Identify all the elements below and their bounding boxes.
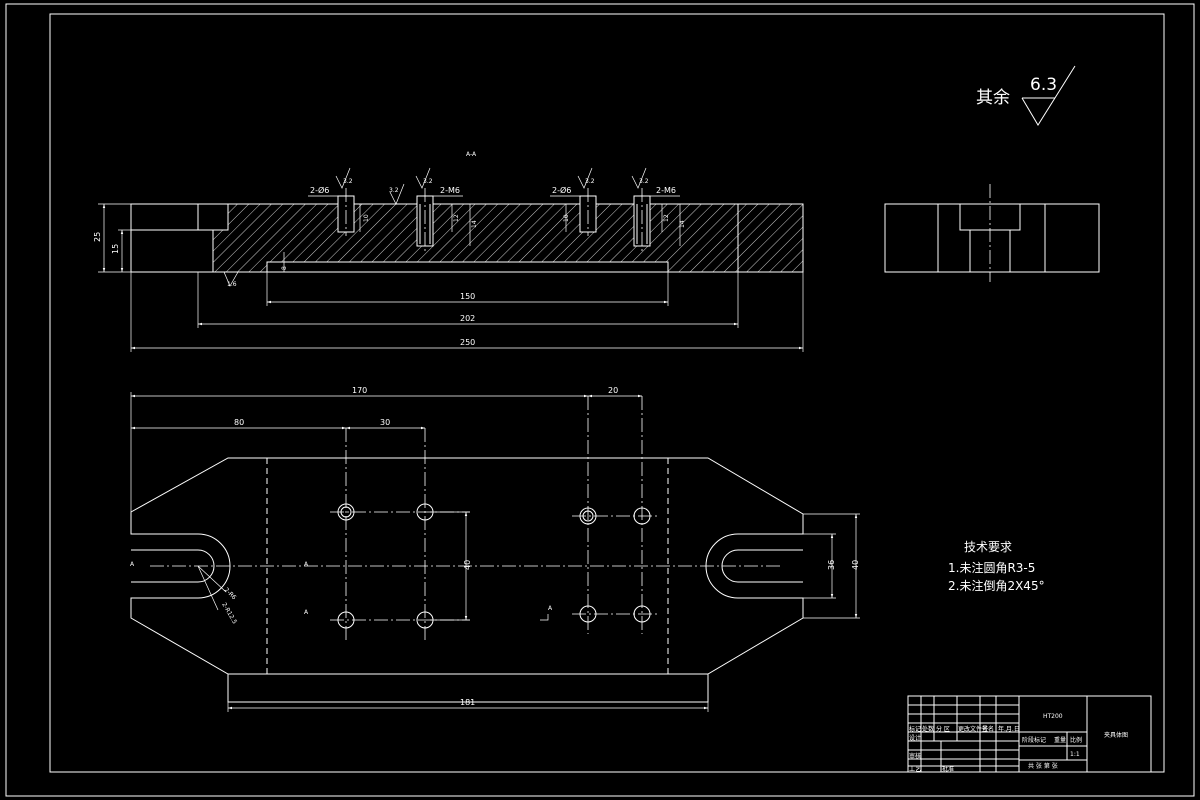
callout-phi6-right: 2-Ø6 bbox=[552, 185, 571, 195]
surface-finish-value: 6.3 bbox=[1030, 75, 1057, 95]
svg-text:12: 12 bbox=[663, 214, 670, 222]
svg-text:14: 14 bbox=[679, 220, 686, 228]
dim-r6: 2-R6 bbox=[223, 586, 238, 601]
svg-text:1:1: 1:1 bbox=[1070, 751, 1080, 758]
svg-text:审核: 审核 bbox=[909, 752, 921, 760]
title-block: HT200 夹具体图 标记 处数 分 区 更改文件号 签名 年.月.日 设计 阶… bbox=[907, 695, 1152, 773]
dim-25: 25 bbox=[93, 232, 102, 242]
dim-r12-5: 2-R12.5 bbox=[220, 602, 238, 626]
dim-20: 20 bbox=[608, 386, 618, 395]
svg-text:3.2: 3.2 bbox=[389, 187, 399, 194]
title-material: HT200 bbox=[1043, 713, 1063, 720]
dim-80: 80 bbox=[234, 418, 244, 427]
svg-text:10: 10 bbox=[363, 214, 370, 222]
svg-text:批准: 批准 bbox=[942, 765, 954, 773]
svg-text:处数: 处数 bbox=[922, 725, 934, 733]
svg-text:比例: 比例 bbox=[1070, 736, 1082, 744]
callout-phi6-left: 2-Ø6 bbox=[310, 185, 329, 195]
outer-border bbox=[5, 3, 1195, 797]
svg-text:共 张 第 张: 共 张 第 张 bbox=[1028, 762, 1058, 770]
side-view bbox=[884, 184, 1100, 282]
tech-item-1: 1.未注圆角R3-5 bbox=[948, 560, 1035, 575]
svg-text:3.2: 3.2 bbox=[585, 178, 595, 185]
dim-30: 30 bbox=[380, 418, 390, 427]
tech-title: 技术要求 bbox=[964, 540, 1012, 554]
callout-m6-right: 2-M6 bbox=[656, 186, 676, 195]
dim-8: 8 bbox=[281, 266, 288, 270]
roughness-marks: 3.2 3.2 3.2 3.2 3.2 1.6 bbox=[223, 167, 649, 288]
dim-150: 150 bbox=[460, 292, 475, 301]
svg-text:A: A bbox=[304, 561, 309, 568]
dim-170: 170 bbox=[352, 386, 367, 395]
svg-text:12: 12 bbox=[453, 214, 460, 222]
dim-202: 202 bbox=[460, 314, 475, 323]
svg-text:3.2: 3.2 bbox=[639, 178, 649, 185]
tech-requirements: 技术要求 1.未注圆角R3-5 2.未注倒角2X45° bbox=[948, 540, 1045, 593]
tech-item-2: 2.未注倒角2X45° bbox=[948, 578, 1045, 593]
svg-text:14: 14 bbox=[471, 220, 478, 228]
svg-text:3.2: 3.2 bbox=[423, 178, 433, 185]
svg-text:签名: 签名 bbox=[982, 725, 994, 733]
dim-181: 181 bbox=[460, 698, 475, 707]
svg-text:10: 10 bbox=[563, 214, 570, 222]
svg-text:更改文件号: 更改文件号 bbox=[958, 725, 988, 733]
svg-text:重量: 重量 bbox=[1054, 736, 1066, 744]
svg-text:标记: 标记 bbox=[909, 725, 921, 733]
surface-finish-label: 其余 bbox=[976, 88, 1010, 108]
title-drawing-name: 夹具体图 bbox=[1104, 731, 1128, 739]
dim-36: 36 bbox=[827, 560, 836, 570]
dim-250: 250 bbox=[460, 338, 475, 347]
dim-40-left: 40 bbox=[463, 560, 472, 570]
svg-text:分 区: 分 区 bbox=[936, 725, 950, 733]
svg-text:A: A bbox=[130, 561, 135, 568]
plan-view: 170 20 80 30 40 36 40 181 2-R6 2-R12.5 A bbox=[130, 386, 860, 712]
svg-text:阶段标记: 阶段标记 bbox=[1022, 736, 1046, 744]
svg-text:年.月.日: 年.月.日 bbox=[998, 725, 1020, 733]
svg-text:工艺: 工艺 bbox=[909, 765, 921, 773]
dim-40-right: 40 bbox=[851, 560, 860, 570]
svg-text:3.2: 3.2 bbox=[343, 178, 353, 185]
surface-finish-symbol: 其余 6.3 bbox=[976, 65, 1076, 126]
svg-text:1.6: 1.6 bbox=[227, 281, 237, 288]
inner-border bbox=[49, 13, 1165, 773]
dim-15: 15 bbox=[111, 244, 120, 254]
svg-text:A: A bbox=[548, 605, 553, 612]
callout-m6-left: 2-M6 bbox=[440, 186, 460, 195]
front-section-view: 2-Ø6 2-M6 2-Ø6 2-M6 3.2 3.2 3.2 3.2 3.2 … bbox=[93, 167, 804, 352]
section-markers: A A A A bbox=[130, 561, 553, 621]
svg-text:设计: 设计 bbox=[909, 734, 921, 742]
section-label-aa: A-A bbox=[466, 151, 477, 158]
svg-text:A: A bbox=[304, 609, 309, 616]
